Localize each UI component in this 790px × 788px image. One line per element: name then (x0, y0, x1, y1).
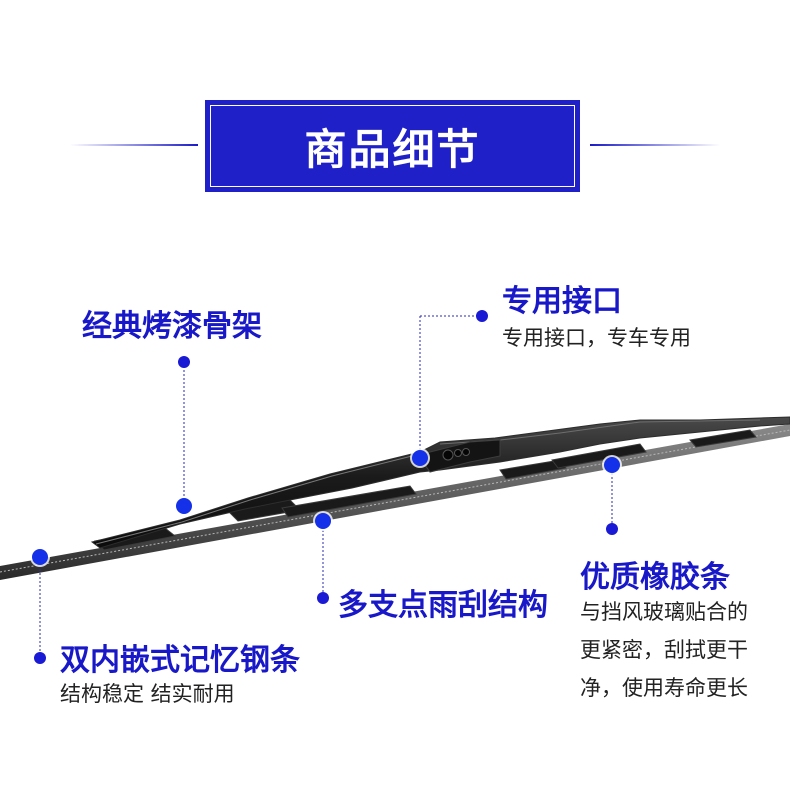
multipoint-point-marker (315, 513, 331, 529)
frame-label-dot (178, 356, 190, 368)
rubber-label-dot (606, 523, 618, 535)
connector-adapter (417, 439, 501, 473)
page-title: 商品细节 (304, 124, 481, 174)
rubber-desc-line-3: 净，使用寿命更长 (580, 676, 748, 700)
frame-heading: 经典烤漆骨架 (82, 309, 262, 344)
title-frame: 商品细节 (210, 105, 575, 187)
frame-point-marker (176, 498, 192, 514)
rubber-point-marker (604, 457, 620, 473)
title-rule-right (590, 144, 720, 146)
multipoint-heading: 多支点雨刮结构 (338, 588, 548, 623)
steel-label-dot (34, 652, 46, 664)
steel-heading: 双内嵌式记忆钢条 (60, 643, 300, 678)
steel-subtitle: 结构稳定 结实耐用 (60, 682, 235, 706)
title-banner: 商品细节 (205, 100, 580, 192)
multipoint-label-dot (317, 592, 329, 604)
connector-label-dot (476, 310, 488, 322)
connector-subtitle: 专用接口，专车专用 (502, 326, 691, 350)
leader-lines (39, 315, 613, 657)
connector-heading: 专用接口 (502, 284, 622, 319)
rubber-strip (0, 424, 790, 580)
steel-point-marker (32, 549, 48, 565)
rubber-desc-line-1: 与挡风玻璃贴合的 (580, 600, 748, 624)
rubber-desc-line-2: 更紧密，刮拭更干 (580, 638, 748, 662)
connector-point-marker (412, 450, 428, 466)
title-rule-left (70, 144, 198, 146)
rubber-heading: 优质橡胶条 (580, 560, 730, 595)
main-frame (90, 416, 790, 549)
